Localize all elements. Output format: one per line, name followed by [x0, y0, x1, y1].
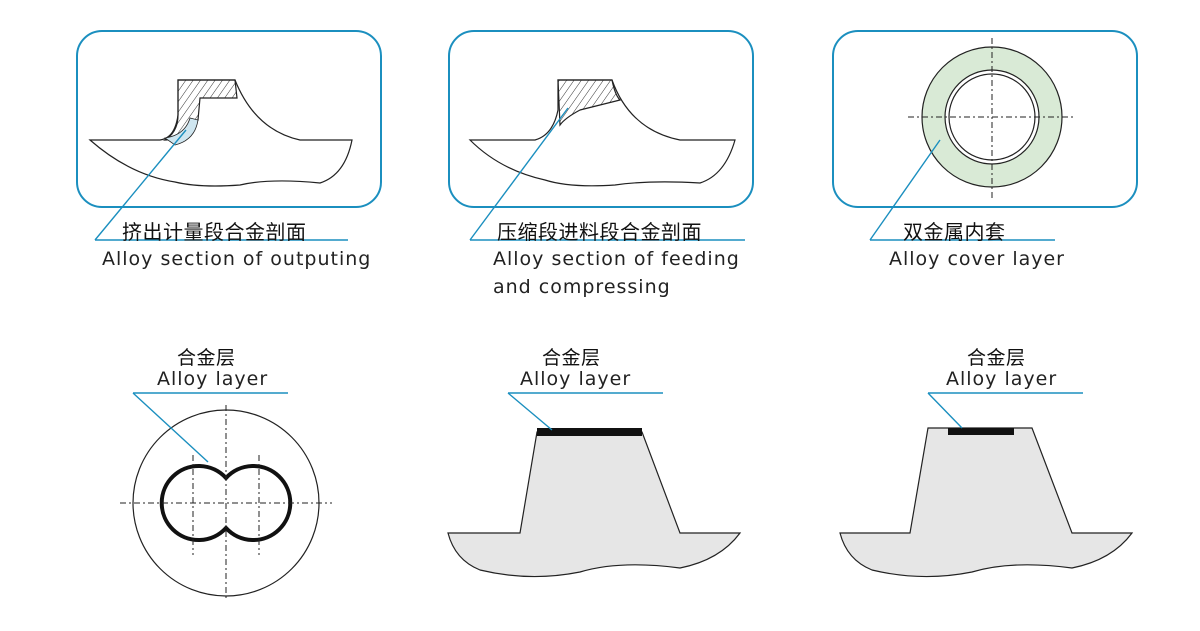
label-zh-alloy-1: 合金层 [177, 347, 236, 369]
leader-line-2 [469, 107, 569, 241]
label-zh-feeding: 压缩段进料段合金剖面 [497, 220, 702, 244]
label-zh-outputing: 挤出计量段合金剖面 [122, 220, 307, 244]
screw-section-outputing [88, 79, 353, 187]
leader-line-3 [869, 139, 941, 241]
twin-barrel-section [120, 405, 332, 600]
label-en-alloy-1: Alloy layer [157, 368, 269, 390]
label-en-alloy-3: Alloy layer [946, 368, 1058, 390]
label-zh-cover: 双金属内套 [903, 220, 1006, 244]
label-zh-alloy-3: 合金层 [967, 347, 1026, 369]
label-en-feeding-line1: Alloy section of feeding [493, 248, 740, 270]
label-en-feeding-line2: and compressing [493, 276, 671, 298]
leader-line-4 [132, 392, 209, 463]
label-en-alloy-2: Alloy layer [520, 368, 632, 390]
label-en-outputing: Alloy section of outputing [102, 248, 372, 270]
label-zh-alloy-2: 合金层 [542, 347, 601, 369]
leader-line-6 [927, 392, 963, 429]
leader-line-5 [507, 392, 553, 431]
flight-profile-full [447, 428, 742, 578]
label-en-cover: Alloy cover layer [889, 248, 1065, 270]
leader-line-1 [94, 129, 187, 241]
screw-section-feeding [468, 79, 736, 187]
bimetal-ring [908, 38, 1076, 198]
flight-profile-partial [839, 427, 1134, 578]
